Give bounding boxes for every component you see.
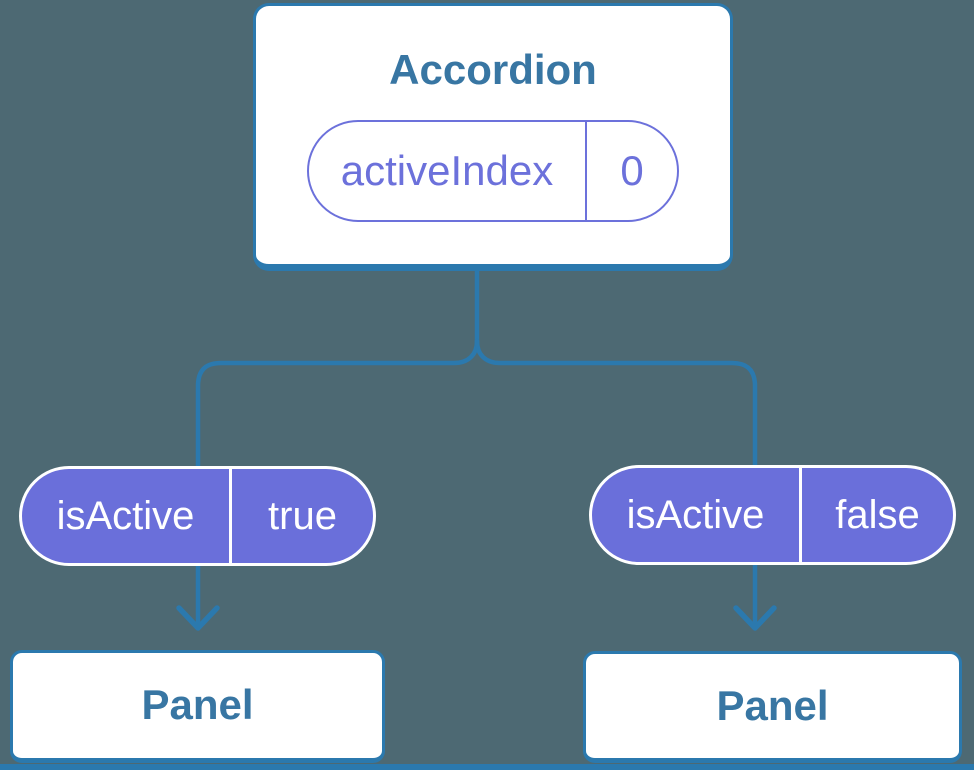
arrow-down-icon xyxy=(176,605,220,631)
state-pill: activeIndex 0 xyxy=(307,120,679,223)
arrow-down-icon xyxy=(733,605,777,631)
prop-value-label: false xyxy=(835,492,920,537)
prop-value-label: true xyxy=(268,493,337,538)
pill-divider xyxy=(585,122,587,221)
component-title: Panel xyxy=(141,681,254,729)
branch-right-line xyxy=(474,338,758,627)
prop-pill-isactive-false: isActive false xyxy=(589,465,956,565)
component-title: Accordion xyxy=(389,46,597,93)
prop-name-label: isActive xyxy=(626,492,765,537)
pill-divider xyxy=(229,469,232,563)
accordion-component-box: Accordion activeIndex 0 xyxy=(253,3,733,271)
state-name-label: activeIndex xyxy=(340,147,554,195)
state-value-label: 0 xyxy=(620,147,644,195)
panel-component-box-right: Panel xyxy=(583,651,962,763)
prop-name-label: isActive xyxy=(56,493,195,538)
panel-component-box-left: Panel xyxy=(10,650,385,763)
component-title: Panel xyxy=(716,681,829,729)
pill-divider xyxy=(799,468,802,562)
bottom-border-strip xyxy=(0,764,974,770)
branch-left-line xyxy=(195,338,480,627)
prop-pill-isactive-true: isActive true xyxy=(19,466,376,566)
